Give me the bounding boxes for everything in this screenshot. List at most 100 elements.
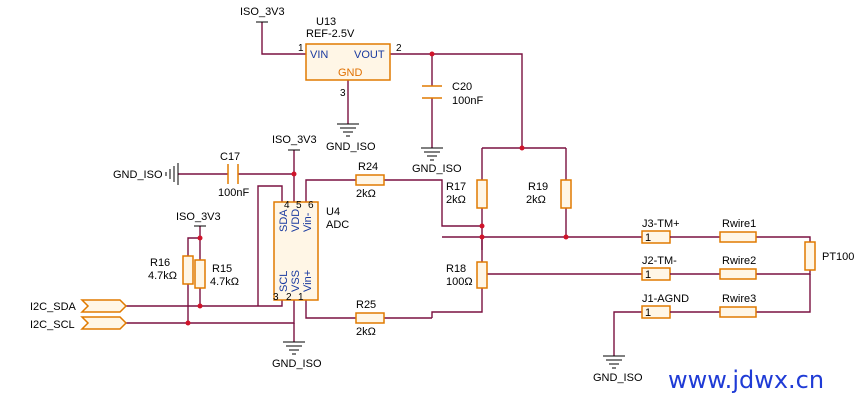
- c17-ref: C17: [220, 151, 240, 163]
- gnd-iso-c17-label: GND_ISO: [113, 169, 163, 181]
- ground-icon: [283, 341, 305, 355]
- ground-icon: [165, 163, 179, 185]
- rwire3-resistor: Rwire3: [719, 293, 757, 318]
- r25-ref: R25: [356, 299, 376, 311]
- u4-pin-num-2: 2: [286, 292, 292, 303]
- rwire1-resistor: Rwire1: [719, 218, 757, 243]
- junction-dot: [479, 223, 485, 229]
- iso3v3-pullup-label: ISO_3V3: [176, 211, 221, 223]
- u4-pin-vinp: Vin+: [302, 270, 314, 292]
- ground-icon: [337, 123, 359, 137]
- j1-connector: 1 J1-AGND: [641, 293, 720, 319]
- rwire2-resistor: Rwire2: [719, 255, 757, 280]
- i2c-scl-label: I2C_SCL: [30, 319, 75, 331]
- gnd-iso-u13-label: GND_ISO: [326, 141, 376, 153]
- j3-ref: J3-TM+: [642, 218, 680, 230]
- rwire3-ref: Rwire3: [722, 293, 756, 305]
- rwire2-ref: Rwire2: [722, 255, 756, 267]
- junctions: [185, 51, 569, 326]
- gnd-iso-u4-label: GND_ISO: [272, 358, 322, 370]
- r24-resistor: R24 2kΩ: [355, 161, 385, 200]
- u4-pin-num-1: 1: [298, 292, 304, 303]
- j2-ref: J2-TM-: [642, 255, 677, 267]
- r19-value: 2kΩ: [526, 194, 546, 206]
- junction-dot: [479, 234, 485, 240]
- u4-pin-num-4: 4: [284, 200, 290, 211]
- j1-ref: J1-AGND: [642, 293, 689, 305]
- u4-body: [273, 201, 319, 301]
- u4-pin-vss: VSS: [290, 270, 302, 292]
- u4-pin-num-5: 5: [296, 200, 302, 211]
- u4-ref: U4: [326, 206, 340, 218]
- u13-pin-vout: VOUT: [354, 49, 385, 61]
- junction-dot: [519, 145, 525, 151]
- ground-icon: [421, 147, 443, 161]
- u4-pin-vdd: VDD: [290, 209, 302, 232]
- c17-capacitor: C17 100nF: [218, 151, 249, 199]
- i2c-sda-port: I2C_SDA: [30, 299, 128, 313]
- junction-dot: [563, 234, 569, 240]
- rwire1-ref: Rwire1: [722, 218, 756, 230]
- u13-value: REF-2.5V: [306, 28, 355, 40]
- iso3v3-top-label: ISO_3V3: [240, 6, 285, 18]
- u13-pin1: 1: [298, 43, 304, 54]
- r18-value: 100Ω: [446, 276, 473, 288]
- gnd-iso-c20-label: GND_ISO: [412, 163, 462, 175]
- u4-pin-num-6: 6: [308, 200, 314, 211]
- pt100-label: PT100: [822, 251, 854, 263]
- j2-connector: 1 J2-TM-: [641, 255, 720, 281]
- u4-pin-sda: SDA: [278, 209, 290, 232]
- r16-resistor: R16 4.7kΩ: [148, 255, 194, 285]
- j3-pin: 1: [645, 232, 651, 244]
- r19-resistor: R19 2kΩ: [526, 179, 572, 209]
- u13-pin3: 3: [340, 88, 346, 99]
- u4-pin-vinm: Vin-: [302, 212, 314, 232]
- u4-value: ADC: [326, 219, 349, 231]
- watermark-text: www.jdwx.cn: [668, 366, 824, 394]
- u13-reference: U13 REF-2.5V VIN VOUT GND 1 2 3: [298, 16, 402, 99]
- c20-capacitor: C20 100nF: [422, 81, 483, 107]
- u13-pin-gnd: GND: [338, 67, 363, 79]
- r24-ref: R24: [358, 161, 378, 173]
- c20-value: 100nF: [452, 95, 483, 107]
- u4-pin-num-3: 3: [273, 292, 279, 303]
- c20-ref: C20: [452, 81, 472, 93]
- u13-pin2: 2: [396, 43, 402, 54]
- i2c-scl-port: I2C_SCL: [30, 316, 128, 331]
- r19-ref: R19: [528, 181, 548, 193]
- u4-pin-scl: SCL: [278, 271, 290, 292]
- junction-dot: [197, 303, 203, 309]
- j1-pin: 1: [645, 307, 651, 319]
- r17-ref: R17: [446, 181, 466, 193]
- r25-resistor: R25 2kΩ: [355, 299, 385, 338]
- junction-dot: [291, 171, 297, 177]
- r16-ref: R16: [150, 257, 170, 269]
- i2c-sda-label: I2C_SDA: [30, 301, 77, 313]
- u13-pin-vin: VIN: [310, 49, 328, 61]
- junction-dot: [429, 51, 435, 57]
- power-symbols: ISO_3V3 ISO_3V3 ISO_3V3 GND_ISO GND_ISO: [113, 6, 643, 384]
- r15-value: 4.7kΩ: [210, 276, 239, 288]
- u13-body: [305, 43, 391, 81]
- c17-value: 100nF: [218, 187, 249, 199]
- r15-ref: R15: [212, 263, 232, 275]
- r17-value: 2kΩ: [446, 194, 466, 206]
- gnd-iso-j1-label: GND_ISO: [593, 372, 643, 384]
- r24-value: 2kΩ: [356, 188, 376, 200]
- j3-connector: 1 J3-TM+: [641, 218, 720, 244]
- r17-resistor: R17 2kΩ: [446, 179, 488, 209]
- r15-resistor: R15 4.7kΩ: [194, 259, 239, 289]
- j2-pin: 1: [645, 269, 651, 281]
- r16-value: 4.7kΩ: [148, 270, 177, 282]
- r25-value: 2kΩ: [356, 326, 376, 338]
- r18-ref: R18: [446, 263, 466, 275]
- u13-ref: U13: [316, 16, 336, 28]
- ground-icon: [603, 355, 625, 369]
- iso3v3-u4-label: ISO_3V3: [272, 134, 317, 146]
- junction-dot: [185, 320, 191, 326]
- junction-dot: [197, 235, 203, 241]
- u4-adc: U4 ADC SDA VDD Vin- SCL VSS Vin+ 4 5 6 3…: [273, 200, 349, 303]
- pt100-sensor: PT100: [804, 241, 854, 271]
